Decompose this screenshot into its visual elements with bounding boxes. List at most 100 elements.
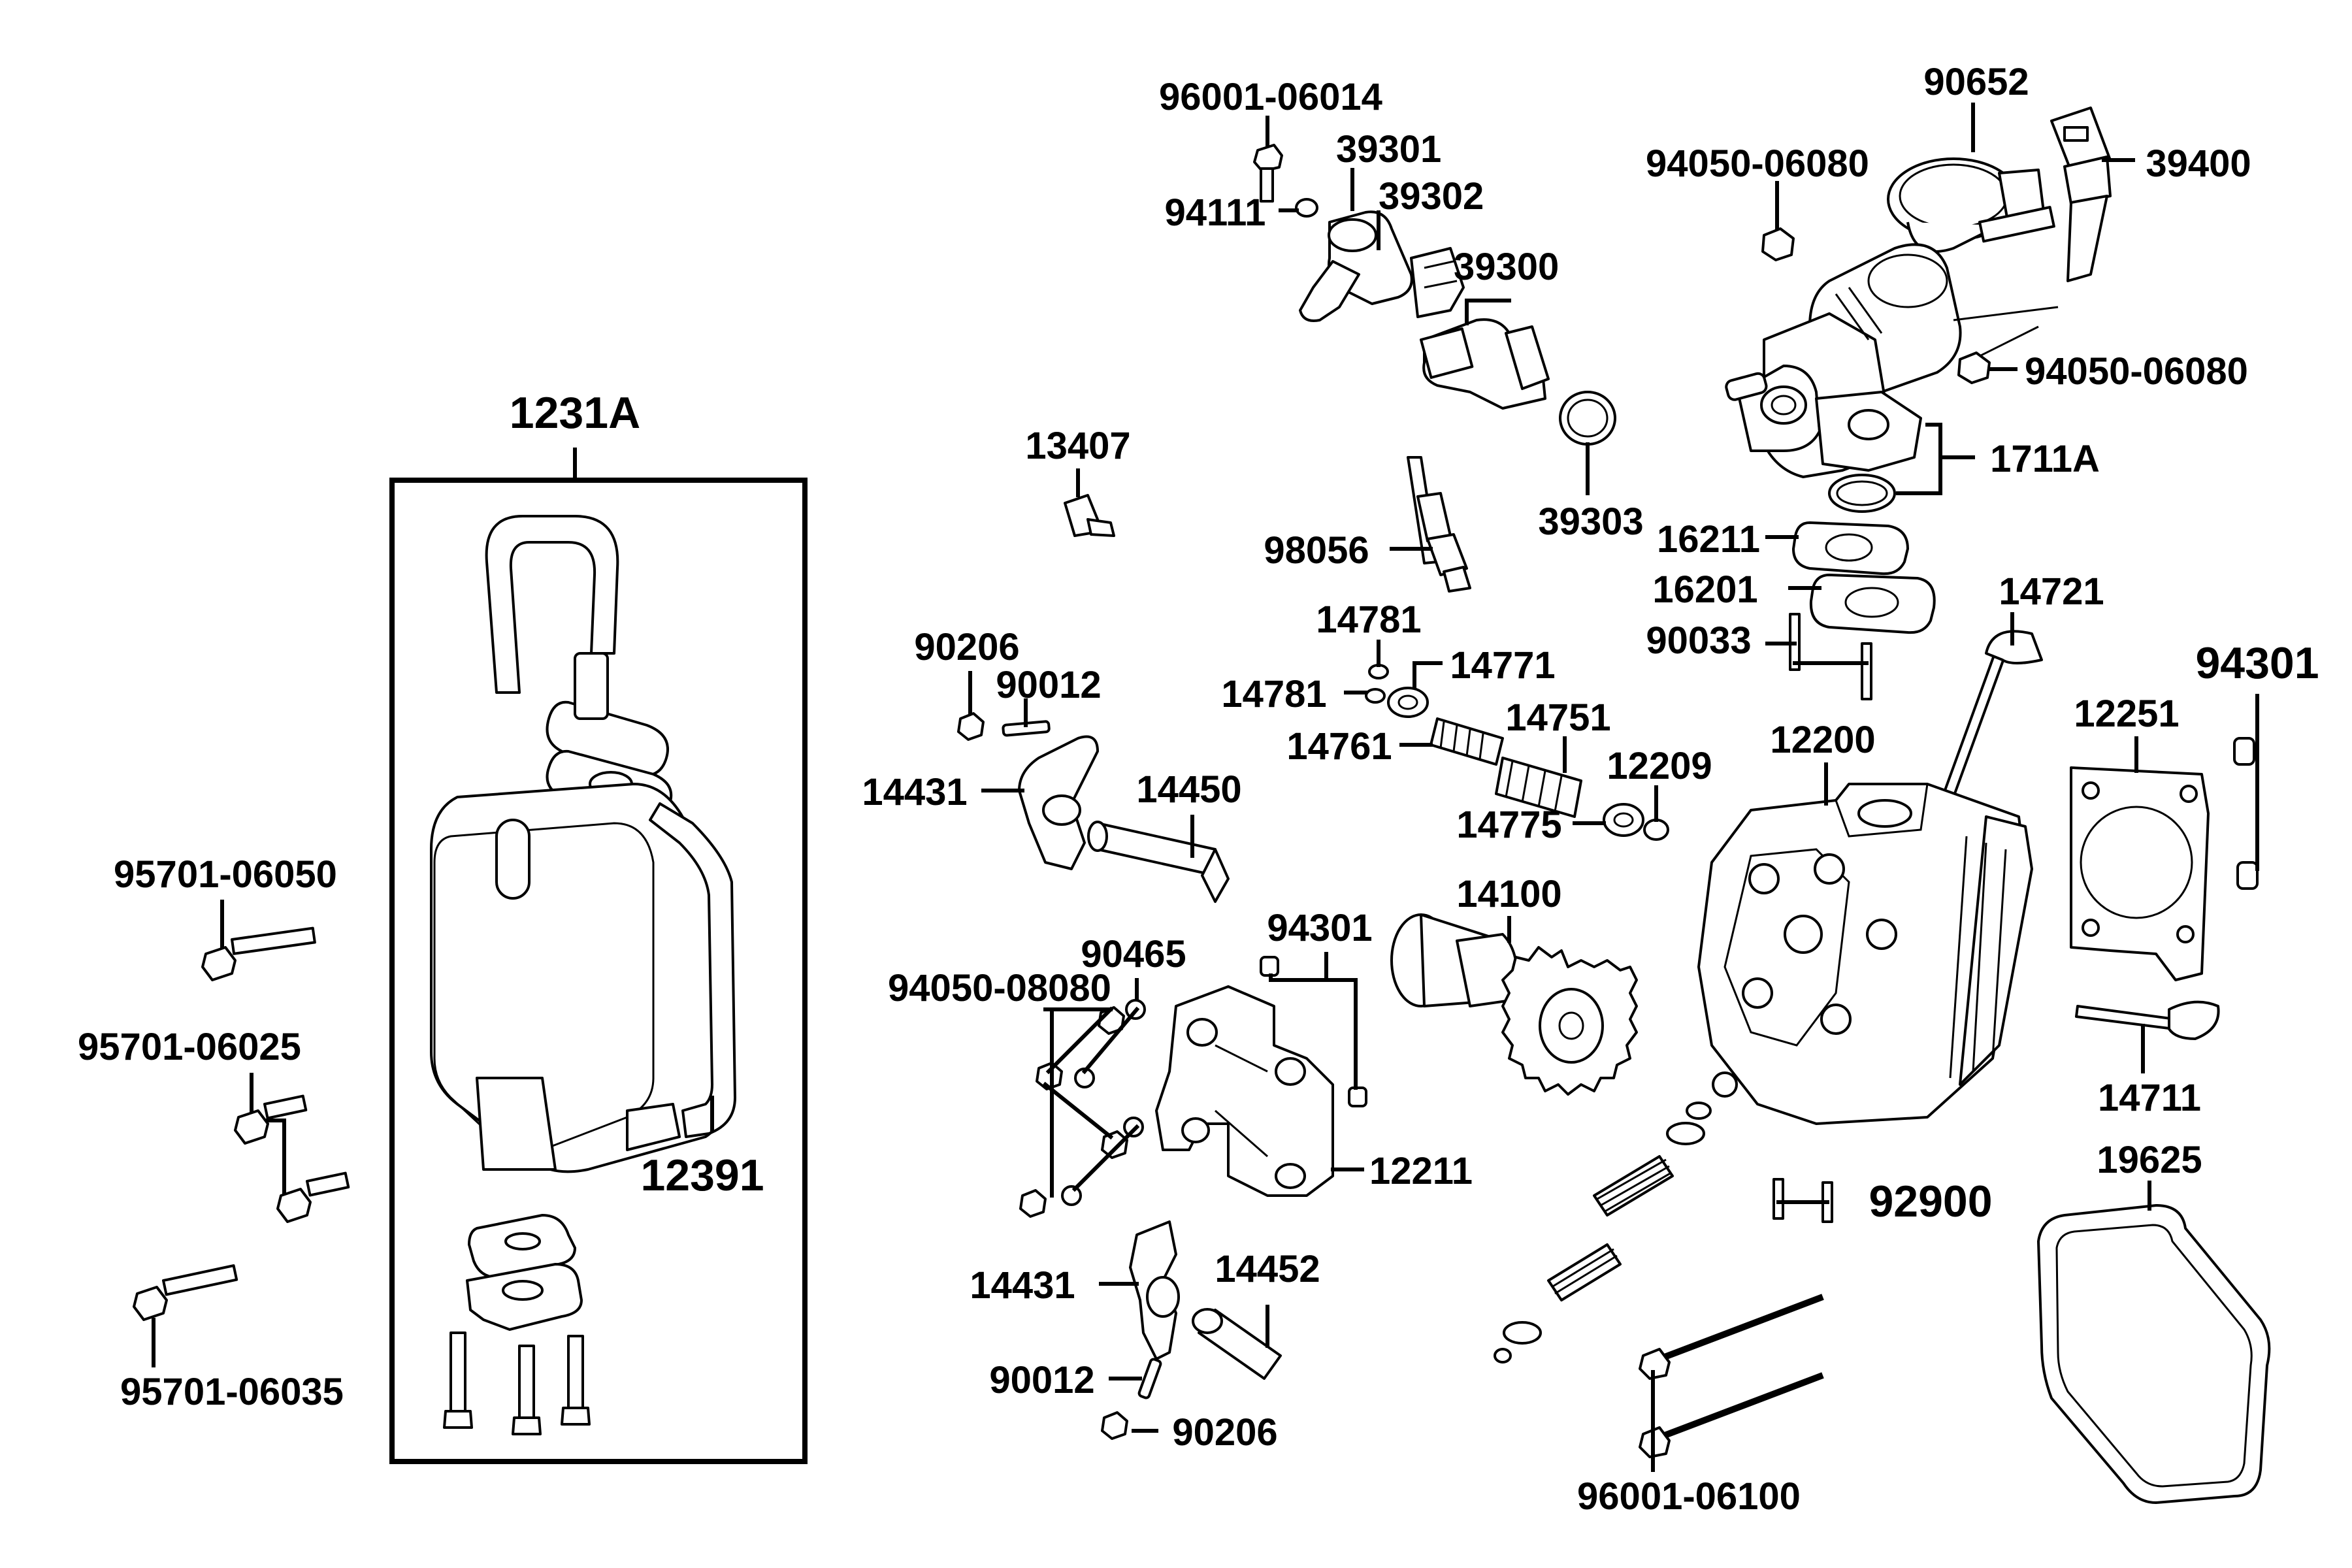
- injector-clip-39302: [1410, 247, 1465, 318]
- spring-14751: [1495, 757, 1582, 818]
- washers-90465: [1061, 999, 1146, 1206]
- cylinder-head-group: 14721 94301 12251: [1494, 570, 2319, 1518]
- oil-separator-hole: [504, 1232, 541, 1250]
- nuts-94050-08080: [1019, 1006, 1128, 1218]
- label-94050-06080-top: 94050-06080: [1646, 142, 1869, 185]
- rocker-shaft-14450: [1096, 822, 1217, 877]
- breather-pipe: [485, 515, 619, 694]
- manifold-oring: [1828, 474, 1896, 513]
- reed-plate-hole: [502, 1280, 544, 1301]
- label-14450: 14450: [1136, 768, 1241, 811]
- injector-elbow-port: [1328, 218, 1377, 252]
- label-96001-06100: 96001-06100: [1577, 1475, 1801, 1518]
- head-cover-gasket: [649, 802, 736, 1138]
- label-12251: 12251: [2074, 693, 2179, 735]
- dowel-94301-mid-b: [1348, 1086, 1367, 1107]
- cylinder-head-12200: [1697, 783, 2033, 1125]
- dowel-92900-a: [1772, 1178, 1784, 1220]
- label-39302: 39302: [1379, 175, 1484, 218]
- screw-96001-06014: [1253, 144, 1283, 203]
- insulator-16201: [1809, 574, 1936, 634]
- label-94111: 94111: [1165, 191, 1266, 234]
- throttle-body-1711A: [1725, 243, 1962, 478]
- label-39301: 39301: [1336, 128, 1441, 171]
- label-90012-bottom: 90012: [989, 1359, 1094, 1401]
- bolt-95701-06050: [201, 926, 316, 981]
- label-1711A: 1711A: [1990, 438, 2100, 480]
- label-14781-left: 14781: [1221, 673, 1326, 715]
- sensor-wire-1: [1953, 306, 2059, 321]
- injector-group: 96001-06014 94111 39301 39302 39300 3930…: [1025, 76, 1644, 593]
- label-94301-right: 94301: [2195, 638, 2319, 688]
- leader-90033: [1765, 642, 1869, 665]
- head-cover-tab-right: [626, 1103, 681, 1151]
- stud-96001-06100-a: [1639, 1294, 1824, 1380]
- bolt-95701-06035: [133, 1264, 238, 1321]
- label-98056: 98056: [1264, 529, 1369, 572]
- label-14100: 14100: [1456, 873, 1561, 915]
- leader-1711A: [1896, 423, 1975, 495]
- label-16201: 16201: [1652, 568, 1757, 611]
- nut-94050-06080-right: [1957, 351, 1991, 384]
- label-14721: 14721: [1999, 570, 2104, 613]
- label-12391: 12391: [640, 1151, 764, 1200]
- nut-94050-06080-top: [1761, 227, 1795, 261]
- stud-90033-b: [1861, 642, 1872, 700]
- bolt-95701-06025-a: [234, 1094, 308, 1145]
- head-cover-tab-left: [476, 1077, 557, 1171]
- seal-12209: [1643, 819, 1669, 841]
- cover-bolt-2: [512, 1345, 542, 1435]
- label-12200: 12200: [1770, 719, 1875, 761]
- label-16211: 16211: [1657, 518, 1760, 561]
- label-14452: 14452: [1215, 1248, 1320, 1290]
- label-39300: 39300: [1454, 246, 1559, 288]
- rocker-holder-12211: [1155, 985, 1334, 1197]
- fitting-13407: [1064, 494, 1115, 537]
- gasket-16211: [1792, 521, 1909, 576]
- label-94050-06080-right: 94050-06080: [2025, 350, 2248, 393]
- label-14771: 14771: [1450, 644, 1555, 687]
- breather-pipe-stub: [574, 652, 609, 720]
- valve-springs-lower: [1494, 1102, 1712, 1364]
- screw-90012-bottom: [1137, 1358, 1162, 1399]
- label-90012-top: 90012: [996, 664, 1101, 706]
- spring-14761: [1429, 717, 1504, 766]
- intake-group: 90652 39400 94050-06080: [1646, 61, 2251, 700]
- label-94050-08080: 94050-08080: [888, 967, 1111, 1009]
- nut-90206-bottom: [1101, 1411, 1128, 1440]
- label-12209: 12209: [1607, 745, 1712, 787]
- cover-assembly-group: 1231A 12391: [389, 388, 808, 1464]
- label-19625: 19625: [2097, 1139, 2202, 1181]
- label-95701-06050: 95701-06050: [114, 853, 337, 896]
- injector-39300: [1420, 318, 1550, 410]
- label-14431-top: 14431: [862, 771, 967, 813]
- sensor-39400: [2050, 106, 2112, 282]
- valve-14721: [1942, 630, 2043, 798]
- label-39400: 39400: [2146, 142, 2251, 185]
- camshaft-14100: [1390, 913, 1638, 1096]
- label-90206-bottom: 90206: [1172, 1411, 1277, 1454]
- spark-plug-98056: [1407, 456, 1471, 593]
- leader-94050-08080: [1042, 1006, 1114, 1198]
- label-13407: 13407: [1025, 425, 1130, 467]
- label-39303: 39303: [1538, 500, 1643, 543]
- stud-96001-06100-b: [1639, 1372, 1824, 1458]
- label-90652: 90652: [1923, 61, 2029, 103]
- clamp-90652: [1887, 157, 2055, 253]
- label-94301-mid: 94301: [1267, 907, 1372, 949]
- valve-14711: [2075, 1000, 2220, 1040]
- leader-94301-mid: [1269, 952, 1358, 1090]
- label-14781-top: 14781: [1316, 598, 1421, 641]
- bolt-95701-06025-b: [276, 1171, 350, 1223]
- label-92900: 92900: [1869, 1177, 1992, 1226]
- cover-bolts-group: 95701-06050 95701-06025 95701-06035: [78, 853, 350, 1413]
- dowel-94301-b: [2236, 861, 2259, 890]
- assembly-box-1231A: [389, 478, 808, 1464]
- leader-90465: [1071, 978, 1140, 1192]
- gasket-19625: [2037, 1204, 2271, 1504]
- cover-bolt-1: [443, 1331, 473, 1429]
- label-14761: 14761: [1286, 725, 1392, 768]
- label-90206-top: 90206: [914, 626, 1019, 668]
- keeper-14781-left: [1365, 688, 1386, 704]
